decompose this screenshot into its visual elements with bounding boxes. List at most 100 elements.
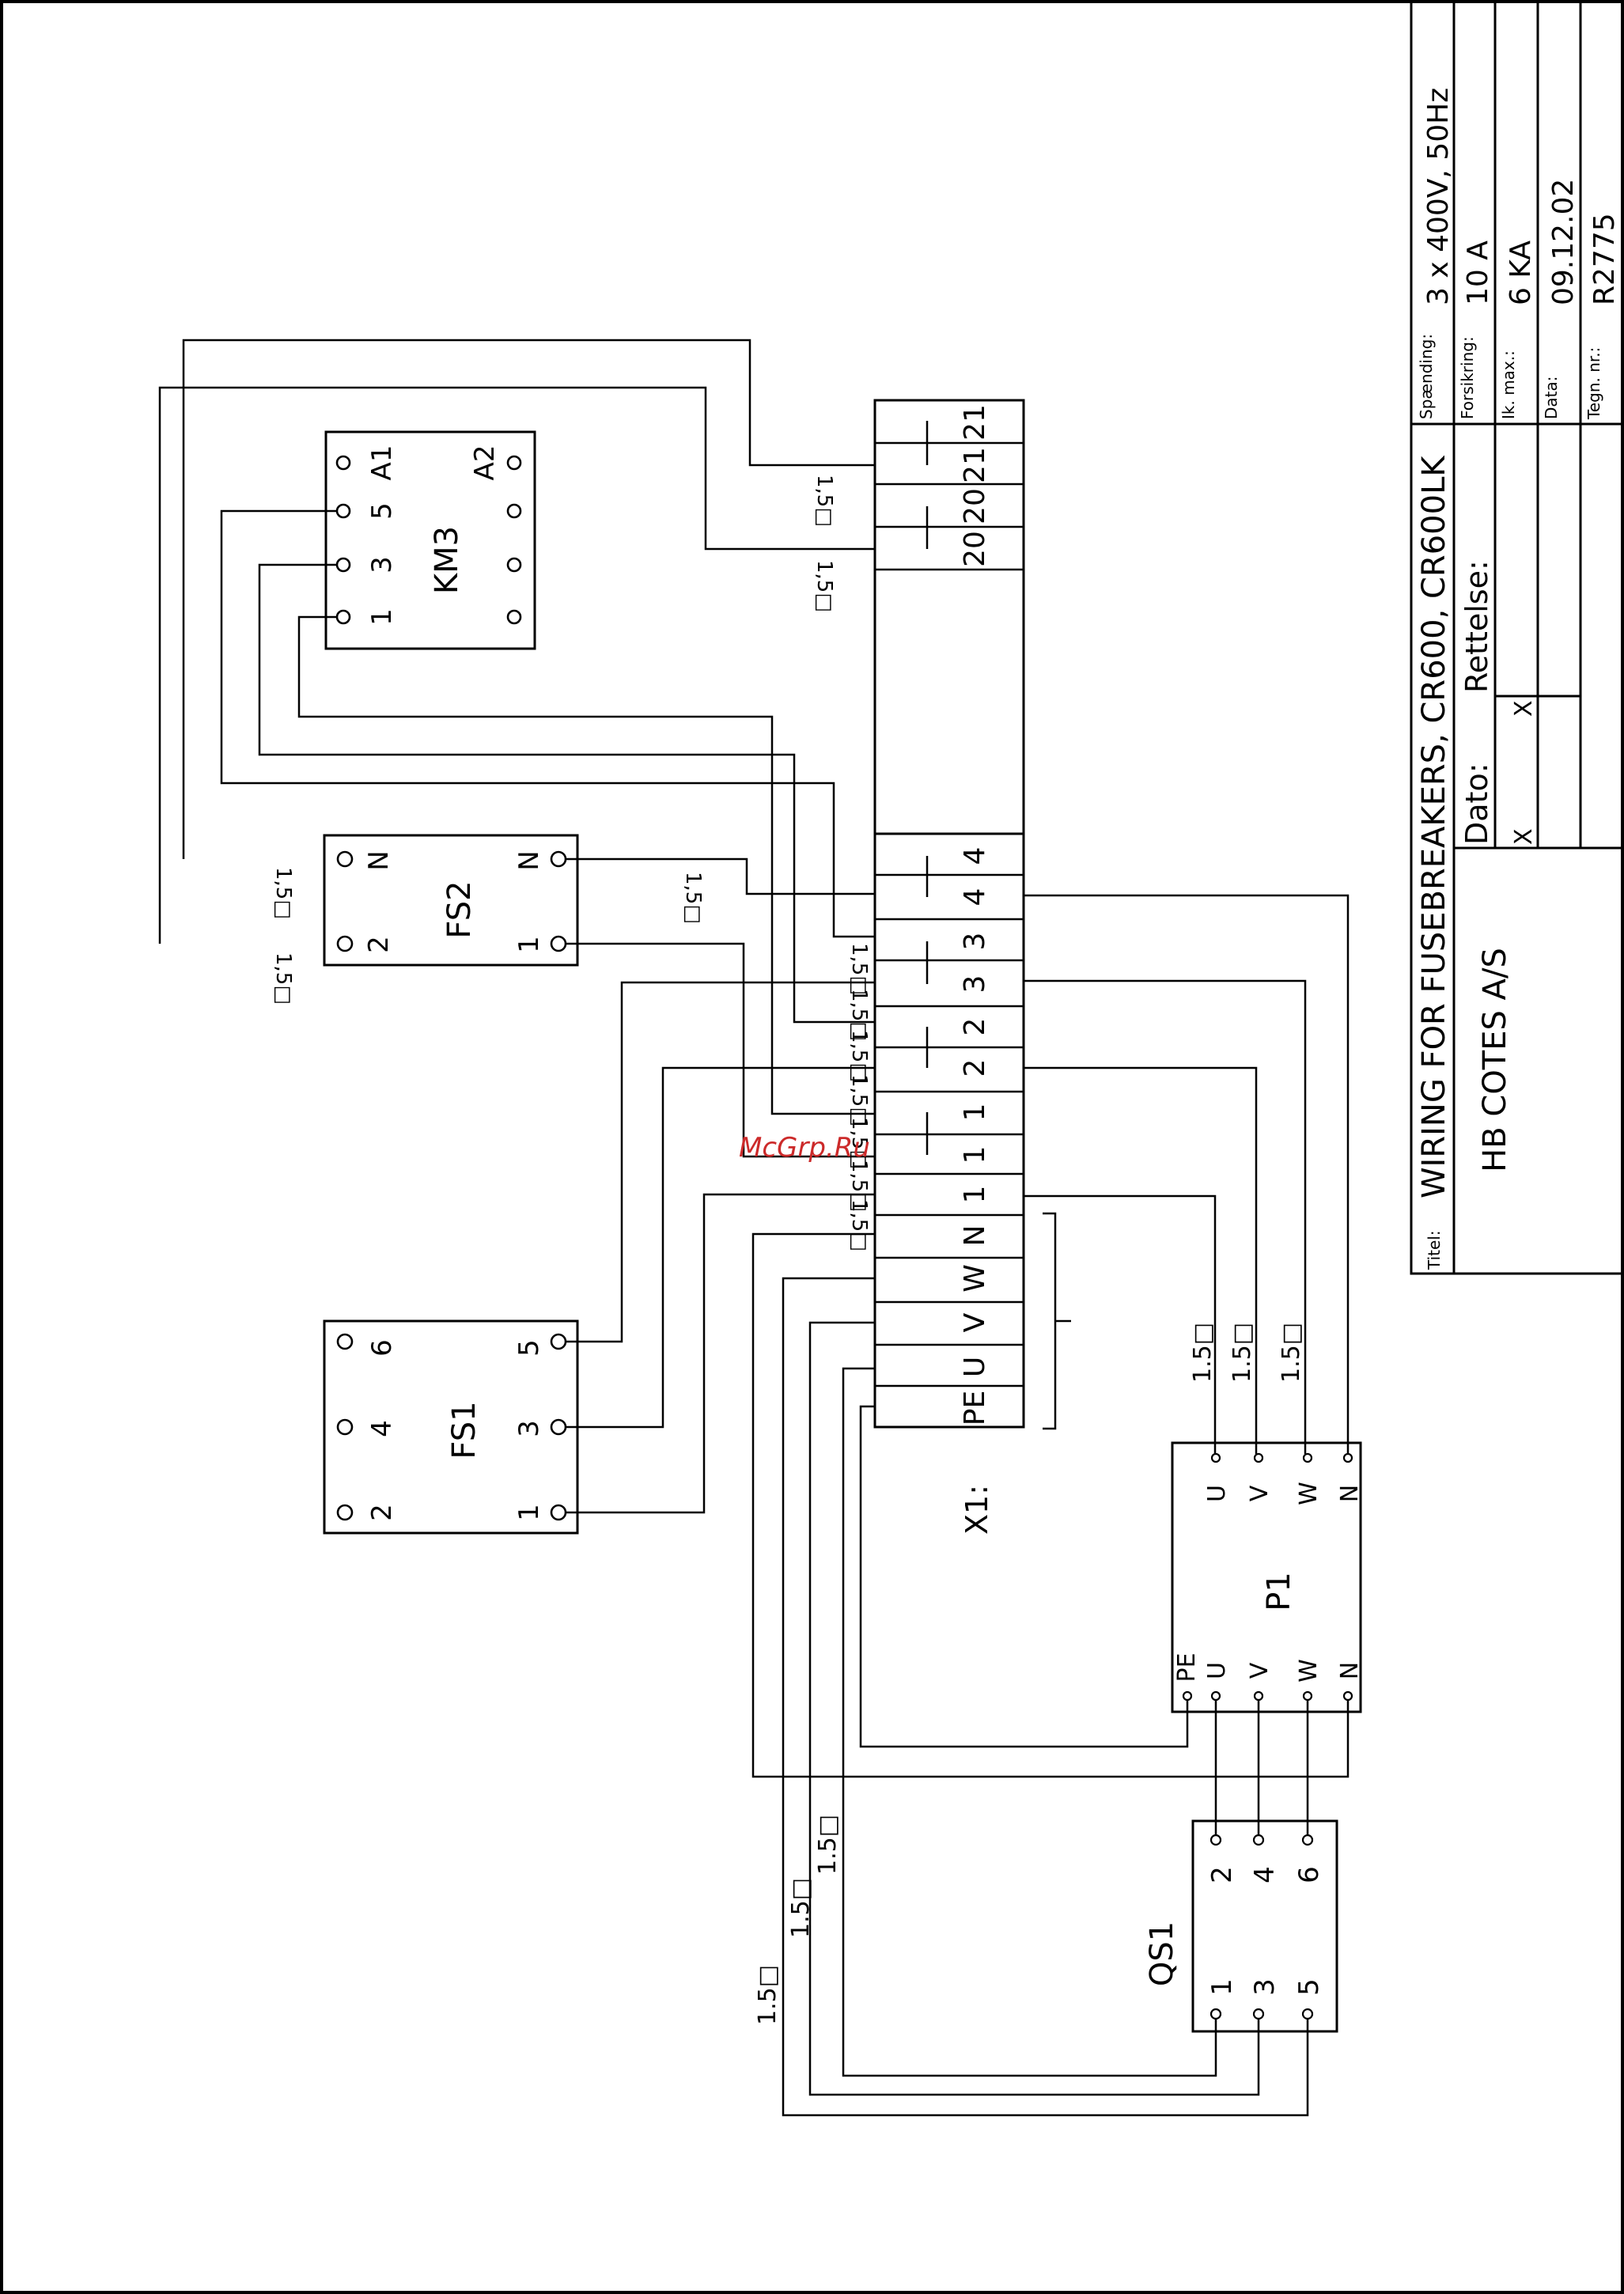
wire [1024,1194,1217,1454]
fs1-pin-3: 3 [513,1420,545,1437]
x1-terminal-label: W [959,1264,991,1293]
x1-terminal-label: 3 [959,933,991,951]
wire [158,386,875,944]
km3-terminal [506,503,522,519]
revision-label: Rettelse: [1459,560,1494,693]
fs1-pin-6: 6 [366,1339,398,1357]
qs1-terminal [1209,2008,1222,2020]
fs2-pin-1: 1 [513,936,545,953]
fs1-label: FS1 [446,1401,483,1459]
p1-terminal [1210,1690,1221,1702]
ik-value: 6 KA [1505,240,1537,305]
wire-size-label: 1,5□ [847,1117,871,1169]
qs1-pin-1: 1 [1206,1978,1238,1996]
ik-label: Ik. max.: [1499,350,1518,419]
p1-bottom-pin-u: U [1203,1662,1231,1679]
date-value: X [1510,828,1538,845]
fs1-pin-1: 1 [513,1504,545,1521]
wire-size-label: 1.5□ [754,1965,782,2025]
fs1-pin-2: 2 [366,1504,398,1521]
fs1-terminal [550,1504,567,1521]
qs1-pin-5: 5 [1293,1978,1325,1996]
p1-bottom-pin-n: N [1336,1662,1364,1679]
wire [751,1232,1350,1778]
wire-size-label: 1,5□ [812,560,836,612]
wire-size-label: 1,5□ [847,989,871,1041]
fuse-switch-fs1: FS1 6 4 2 5 3 1 [323,1319,579,1535]
fuse-label: Forsikring: [1458,336,1477,419]
x1-label: X1: [960,1485,994,1535]
wire-size-label: 1,5□ [271,867,295,919]
km3-terminal [335,557,351,573]
fs2-terminal [336,935,354,952]
qs1-pin-4: 4 [1249,1866,1281,1883]
fs2-pin-2: 2 [363,936,395,953]
wire [566,1066,875,1429]
voltage-value: 3 x 400V, 50Hz [1422,88,1455,305]
revision-value: X [1510,700,1538,717]
fs1-terminal [336,1504,354,1521]
wire [842,1367,1217,2077]
data-label: Data: [1542,377,1561,420]
x1-terminal-label: U [959,1357,991,1377]
wire [782,1277,1309,2117]
x1-terminal-label: 4 [959,847,991,865]
contactor-km3: KM3 A1 5 3 1 A2 [324,430,536,650]
qs1-pin-6: 6 [1293,1866,1325,1883]
wire [182,339,875,859]
x1-terminal-label: 4 [959,888,991,907]
x1-terminal-label: V [959,1312,991,1332]
km3-pin-1: 1 [366,608,398,626]
wire [808,1321,1260,2096]
fs1-terminal [336,1333,354,1350]
wire [566,942,875,1158]
fs2-pin-n-out: N [513,850,545,870]
voltage-label: Spænding: [1417,334,1436,419]
data-date: 09.12.02 [1547,179,1580,305]
x1-terminal-label: N [959,1225,991,1247]
x1-terminal-label: 1 [959,1146,991,1164]
x1-terminal-label: 2 [959,1059,991,1077]
x1-terminal-label: 20 [959,488,991,524]
km3-terminal [506,455,522,471]
wire-size-label: 1.5□ [1189,1323,1217,1383]
x1-terminal-label: 1 [959,1186,991,1204]
drawing-label: Tegn. nr.: [1584,347,1603,420]
title-text: WIRING FOR FUSEBREAKERS, CR600, CR600LK [1416,455,1452,1198]
qs1-terminal [1252,2008,1265,2020]
qs1-terminal [1301,2008,1314,2020]
wire [1024,1066,1258,1454]
km3-label: KM3 [429,526,465,594]
fs2-pin-n: N [363,850,395,870]
wire-size-label: 1,5□ [271,952,295,1005]
p1-bottom-pin-w: W [1295,1659,1323,1683]
wire [297,615,875,1115]
watermark: McGrp.Ru [739,1132,870,1164]
fs2-label: FS2 [441,880,478,938]
wire [566,1193,875,1514]
p1-terminal [1253,1690,1264,1702]
fs1-pin-5: 5 [513,1339,545,1357]
fs1-pin-4: 4 [366,1420,398,1437]
qs1-pin-3: 3 [1249,1978,1281,1996]
device-p1: P1 U V W N PE U V W N [1171,1441,1364,1713]
fuse-value: 10 A [1462,240,1494,305]
wire-size-label: 1.5□ [787,1878,815,1938]
p1-terminal [1210,1452,1221,1463]
p1-top-pin-u: U [1203,1485,1231,1502]
p1-terminal [1342,1690,1353,1702]
wire-size-label: 1.5□ [814,1815,842,1875]
wire-size-label: 1,5□ [847,1160,871,1212]
wire [566,981,875,1343]
qs1-terminal [1301,1834,1314,1846]
fuse-switch-fs2: FS2 N 2 N 1 [323,834,579,967]
km3-terminal [335,609,351,625]
wire-size-label: 1,5□ [847,1199,871,1251]
qs1-pin-2: 2 [1206,1866,1238,1883]
wire [566,857,875,895]
title-block: Titel: WIRING FOR FUSEBREAKERS, CR600, C… [1410,0,1624,1275]
qs1-terminal [1252,1834,1265,1846]
p1-terminal [1182,1690,1193,1702]
p1-label: P1 [1261,1572,1297,1611]
